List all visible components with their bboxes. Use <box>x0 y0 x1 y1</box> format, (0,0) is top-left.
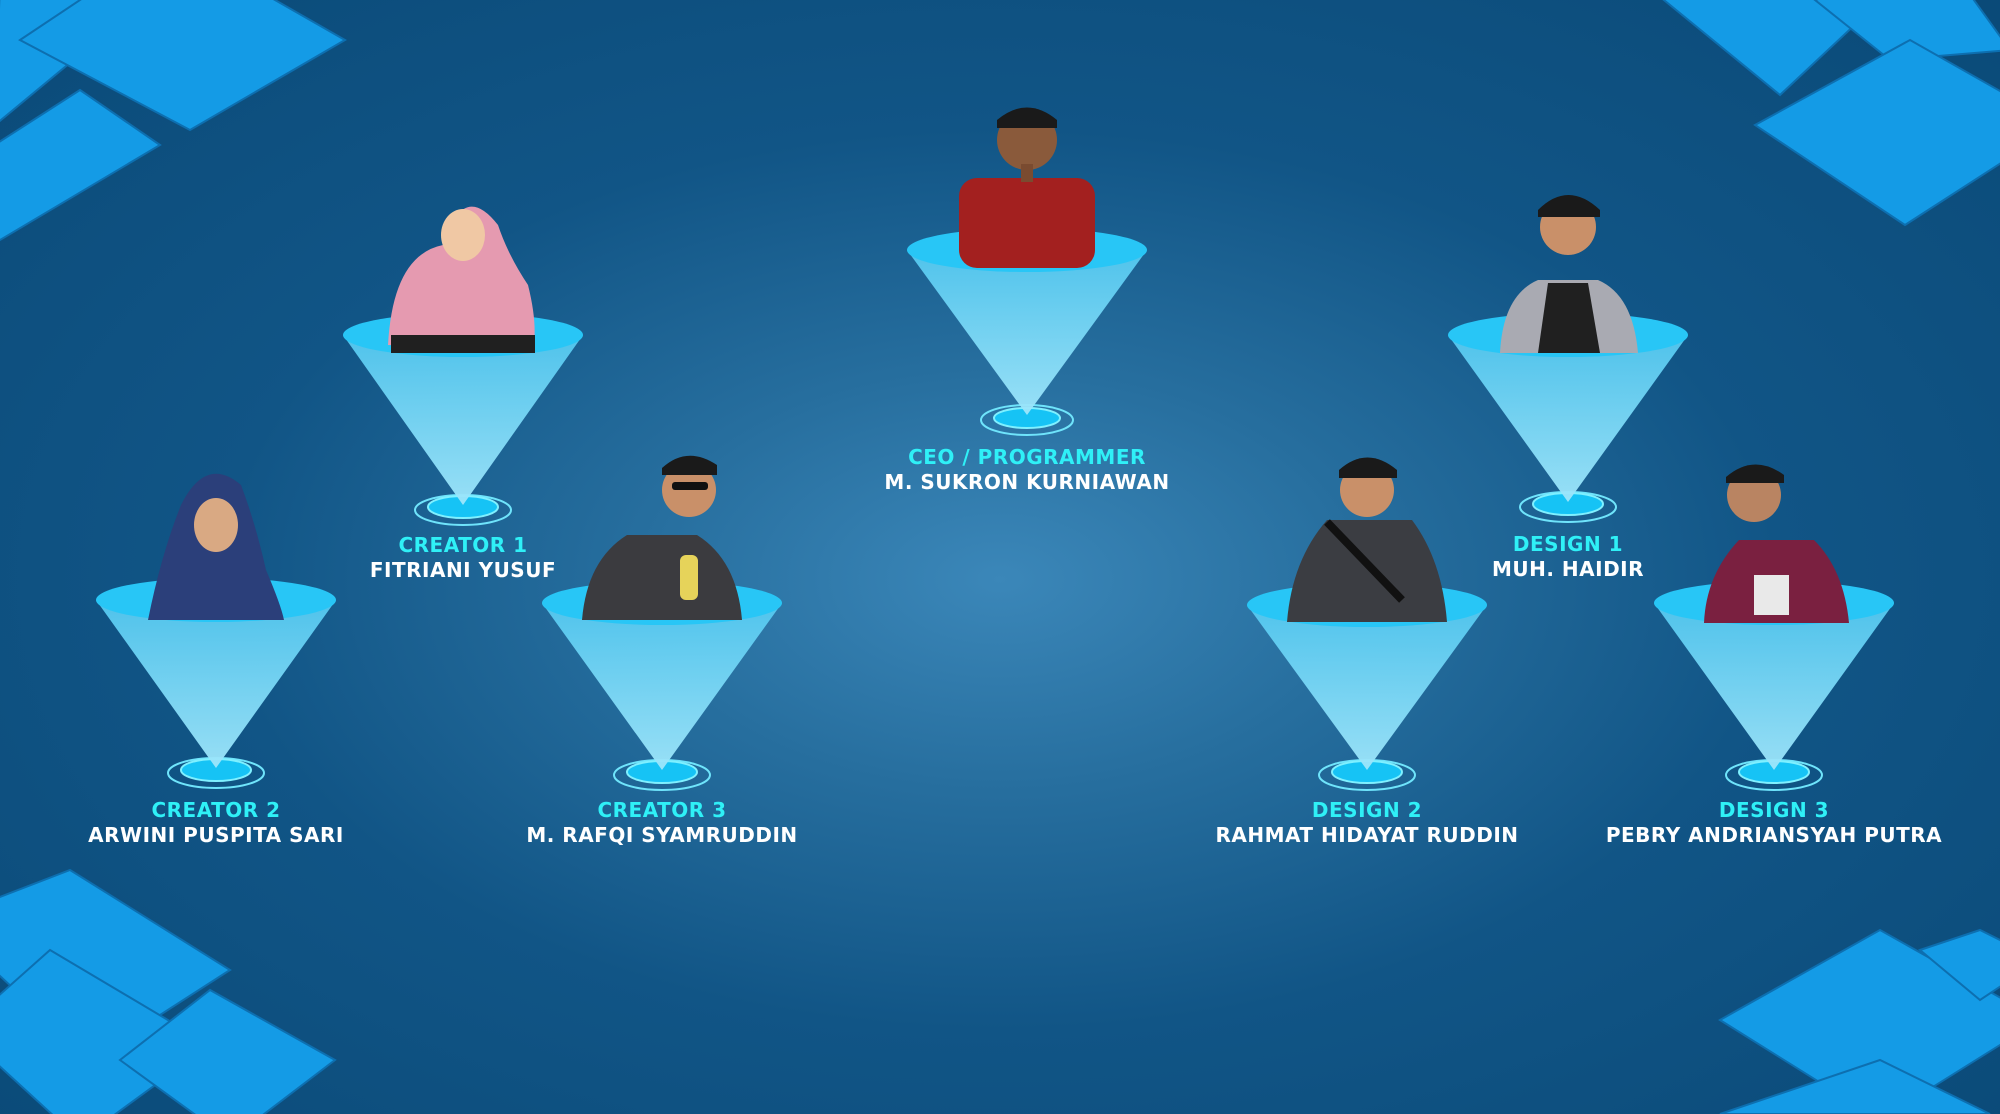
member-design2: DESIGN 2 RAHMAT HIDAYAT RUDDIN <box>1187 450 1547 850</box>
hologram-funnel <box>1448 195 1688 523</box>
member-design3: DESIGN 3 PEBRY ANDRIANSYAH PUTRA <box>1594 464 1954 865</box>
hologram-funnel <box>343 206 583 526</box>
avatar <box>1704 464 1849 623</box>
diamond-shape <box>118 988 337 1114</box>
hologram-funnel <box>1654 464 1894 791</box>
avatar <box>1287 457 1447 622</box>
funnel-cone <box>1654 603 1894 770</box>
member-role: DESIGN 3 <box>1718 798 1830 822</box>
member-role: DESIGN 2 <box>1311 798 1423 822</box>
diamond-shape <box>1662 0 1862 97</box>
member-name: ARWINI PUSPITA SARI <box>88 823 344 847</box>
funnel-cone <box>907 250 1147 415</box>
funnel-cone <box>343 335 583 505</box>
avatar <box>582 455 742 620</box>
member-ceo: CEO / PROGRAMMER M. SUKRON KURNIAWAN <box>847 100 1207 500</box>
member-name: M. SUKRON KURNIAWAN <box>884 470 1170 494</box>
avatar <box>1500 195 1638 353</box>
member-creator2: CREATOR 2 ARWINI PUSPITA SARI <box>36 465 396 865</box>
member-role: CREATOR 1 <box>398 533 528 557</box>
member-name: FITRIANI YUSUF <box>369 558 557 582</box>
member-design1: DESIGN 1 MUH. HAIDIR <box>1388 185 1748 585</box>
hologram-funnel <box>96 473 336 789</box>
member-creator1: CREATOR 1 FITRIANI YUSUF <box>283 185 643 585</box>
member-name: PEBRY ANDRIANSYAH PUTRA <box>1605 823 1943 847</box>
avatar <box>388 206 535 353</box>
funnel-cone <box>1247 605 1487 770</box>
funnel-cone <box>96 600 336 768</box>
diamond-shape <box>1813 0 2000 62</box>
avatar <box>959 107 1095 268</box>
hologram-funnel <box>1247 457 1487 791</box>
funnel-cone <box>1448 335 1688 502</box>
member-name: RAHMAT HIDAYAT RUDDIN <box>1215 823 1519 847</box>
member-creator3: CREATOR 3 M. RAFQI SYAMRUDDIN <box>482 450 842 850</box>
diamond-shape <box>1753 38 2000 227</box>
diamond-shape <box>1917 928 2000 1002</box>
hologram-funnel <box>542 455 782 791</box>
member-role: CEO / PROGRAMMER <box>908 445 1146 469</box>
diamond-shape <box>0 88 162 242</box>
member-name: M. RAFQI SYAMRUDDIN <box>526 823 798 847</box>
diamond-shape <box>1719 1058 1991 1114</box>
member-role: DESIGN 1 <box>1512 532 1624 556</box>
funnel-cone <box>542 603 782 770</box>
member-role: CREATOR 3 <box>597 798 727 822</box>
member-name: MUH. HAIDIR <box>1491 557 1645 581</box>
hologram-funnel <box>907 107 1147 436</box>
avatar <box>148 473 284 620</box>
diamond-shape <box>18 0 348 132</box>
member-role: CREATOR 2 <box>151 798 281 822</box>
